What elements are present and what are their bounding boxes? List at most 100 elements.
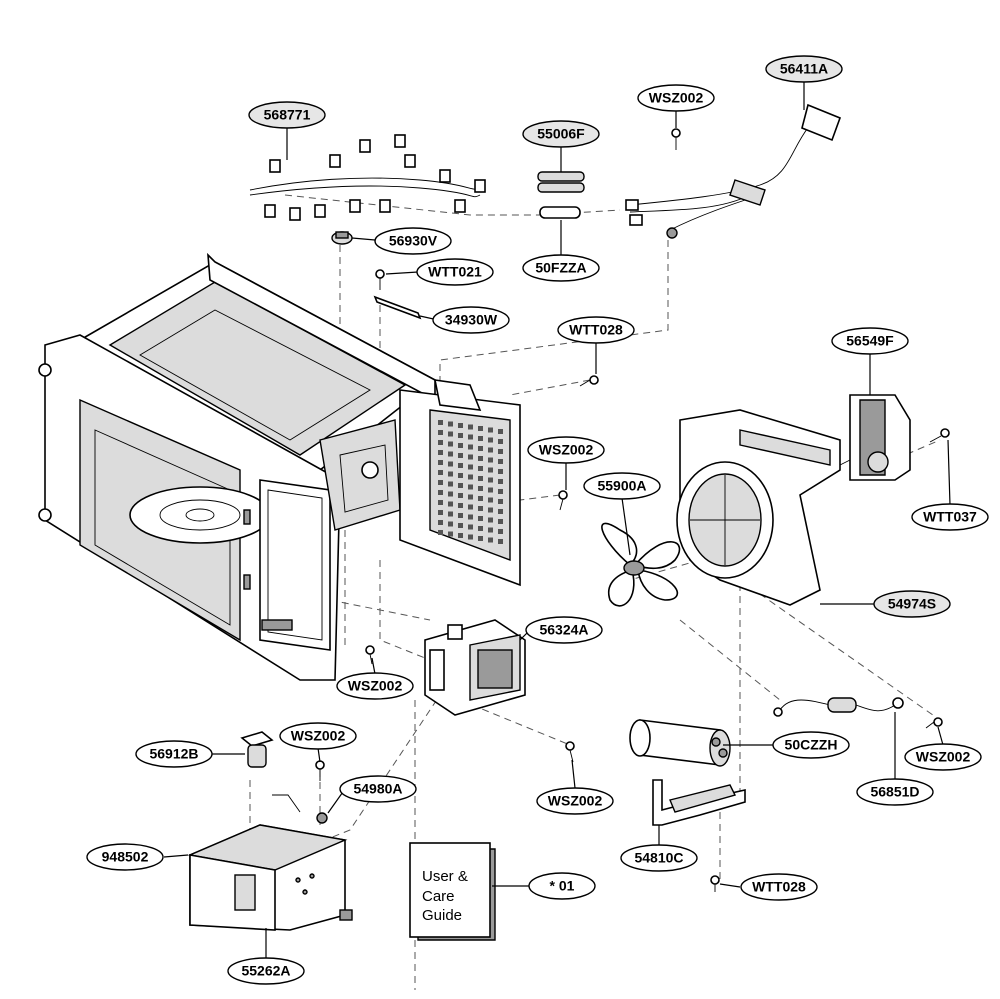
vent-hole xyxy=(478,466,483,471)
vent-hole xyxy=(468,504,473,510)
screw-motor xyxy=(929,428,950,443)
vent-hole xyxy=(448,461,453,467)
vent-hole xyxy=(468,434,473,440)
vent-hole xyxy=(438,530,443,535)
vent-hole xyxy=(478,456,483,461)
label-manual: * 01 xyxy=(528,872,596,900)
svg-text:948502: 948502 xyxy=(102,849,149,865)
leader-lines xyxy=(163,80,951,958)
label-56851D: 56851D xyxy=(856,778,934,806)
fuse xyxy=(539,206,581,219)
vent-hole xyxy=(488,467,493,473)
svg-text:56851D: 56851D xyxy=(870,784,919,800)
thermostat xyxy=(331,231,353,245)
vent-hole xyxy=(458,463,463,468)
vent-hole xyxy=(468,494,473,500)
svg-text:50FZZA: 50FZZA xyxy=(535,260,586,276)
manual-line-1: User & xyxy=(422,868,468,885)
vent-hole xyxy=(478,426,483,431)
vent-hole xyxy=(478,486,483,491)
vent-hole xyxy=(438,500,443,505)
svg-text:WTT028: WTT028 xyxy=(569,322,623,338)
vent-hole xyxy=(468,484,473,490)
vent-hole xyxy=(498,469,503,474)
svg-text:WTT028: WTT028 xyxy=(752,879,806,895)
svg-text:WTT021: WTT021 xyxy=(428,264,482,280)
svg-text:50CZZH: 50CZZH xyxy=(785,737,838,753)
vent-hole xyxy=(458,443,463,448)
label-54810C: 54810C xyxy=(620,844,698,872)
fan-blade xyxy=(601,522,681,607)
power-cord xyxy=(625,103,842,239)
capacitor xyxy=(629,719,731,767)
fan-duct xyxy=(676,409,841,606)
label-WSZ002-lower: WSZ002 xyxy=(536,787,614,815)
vent-hole xyxy=(448,521,453,527)
svg-text:56324A: 56324A xyxy=(539,622,588,638)
vent-hole xyxy=(438,490,443,495)
label-55262A: 55262A xyxy=(227,957,305,985)
vent-hole xyxy=(468,454,473,460)
svg-text:34930W: 34930W xyxy=(445,312,498,328)
oven-cavity-assembly xyxy=(38,252,437,681)
vent-hole xyxy=(448,511,453,517)
svg-text:WSZ002: WSZ002 xyxy=(649,90,704,106)
svg-text:WSZ002: WSZ002 xyxy=(539,442,594,458)
svg-text:56930V: 56930V xyxy=(389,233,438,249)
vent-hole xyxy=(478,536,483,541)
vent-hole xyxy=(458,523,463,528)
label-50FZZA: 50FZZA xyxy=(522,254,600,282)
label-56324A: 56324A xyxy=(525,616,603,644)
vent-hole xyxy=(488,517,493,523)
vent-hole xyxy=(498,519,503,524)
vent-hole xyxy=(438,470,443,475)
vent-hole xyxy=(498,509,503,514)
vent-hole xyxy=(438,450,443,455)
label-56930V: 56930V xyxy=(374,227,452,255)
vent-hole xyxy=(458,473,463,478)
vent-hole xyxy=(498,439,503,444)
label-55900A: 55900A xyxy=(583,472,661,500)
vent-hole xyxy=(448,501,453,507)
label-WSZ002-top: WSZ002 xyxy=(637,84,715,112)
label-54974S: 54974S xyxy=(873,590,951,618)
vent-hole xyxy=(498,459,503,464)
vent-hole xyxy=(438,440,443,445)
vent-hole xyxy=(438,460,443,465)
vent-hole xyxy=(488,497,493,503)
vent-hole xyxy=(438,420,443,425)
vent-hole xyxy=(478,516,483,521)
vent-hole xyxy=(448,431,453,437)
vent-hole xyxy=(478,496,483,501)
svg-text:56411A: 56411A xyxy=(780,61,828,77)
back-panel xyxy=(399,379,521,587)
vent-hole xyxy=(458,513,463,518)
vent-hole xyxy=(448,491,453,497)
label-WSZ002-right: WSZ002 xyxy=(904,743,982,771)
svg-text:WSZ002: WSZ002 xyxy=(348,678,403,694)
label-948502: 948502 xyxy=(86,843,164,871)
vent-hole xyxy=(448,531,453,537)
svg-text:568771: 568771 xyxy=(264,107,311,123)
vent-hole xyxy=(458,533,463,538)
vent-hole xyxy=(458,503,463,508)
svg-text:56549F: 56549F xyxy=(846,333,894,349)
screw-middle xyxy=(558,490,568,511)
vent-hole xyxy=(448,471,453,477)
screw-thermostat xyxy=(375,269,385,290)
vent-hole xyxy=(498,539,503,544)
vent-hole xyxy=(458,423,463,428)
vent-hole xyxy=(468,444,473,450)
magnetron xyxy=(424,619,526,716)
manual-line-2: Care xyxy=(422,888,455,905)
vent-hole xyxy=(478,506,483,511)
vent-hole xyxy=(498,429,503,434)
control-panel-assembly xyxy=(187,824,353,931)
vent-hole xyxy=(448,451,453,457)
label-50CZZH: 50CZZH xyxy=(772,731,850,759)
user-care-guide: User & Care Guide xyxy=(409,842,496,941)
vent-hole xyxy=(468,474,473,480)
svg-text:WSZ002: WSZ002 xyxy=(916,749,971,765)
fuse-holder xyxy=(537,171,585,193)
